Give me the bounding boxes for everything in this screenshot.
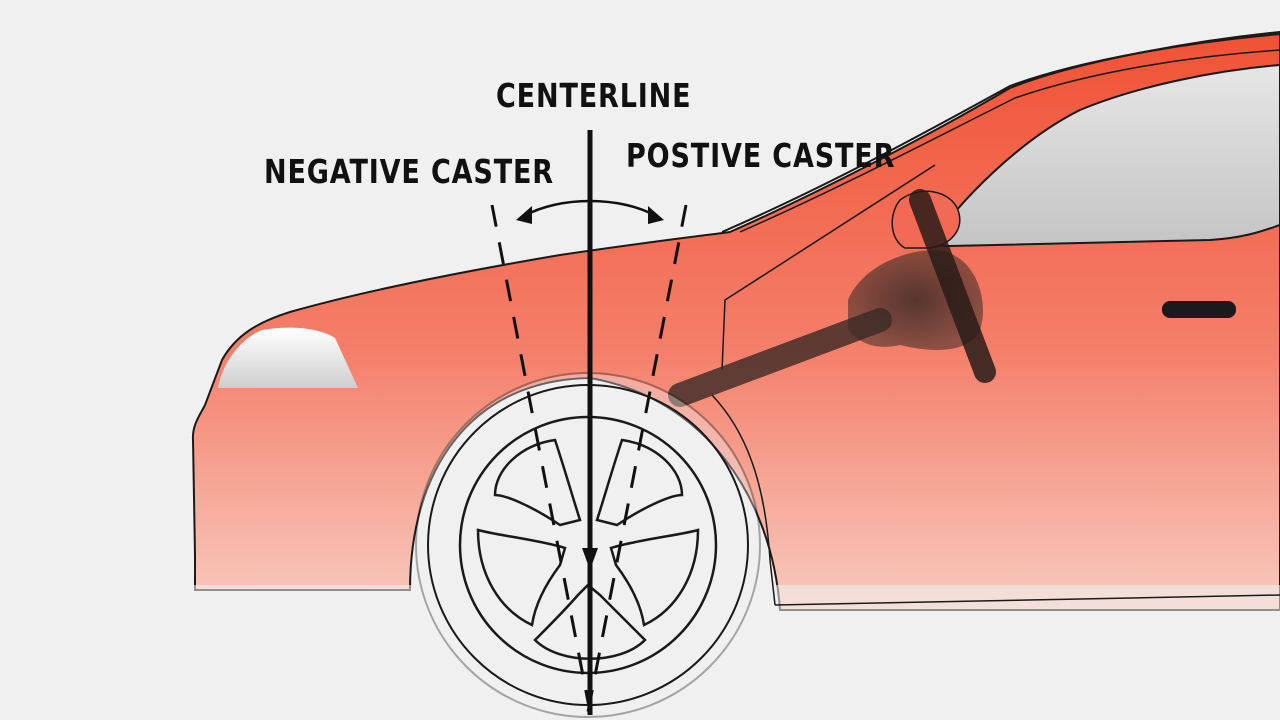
steering-column (668, 189, 996, 407)
wheel-spoke (609, 528, 700, 627)
roof-inner-line (739, 49, 1280, 233)
curved-double-arrow-icon (516, 199, 664, 224)
negative-caster-label: NEGATIVE CASTER (264, 152, 554, 191)
wheel-arch-trim (711, 394, 776, 606)
positive-caster-line (586, 204, 688, 713)
wheel-spoke (476, 528, 567, 627)
door-handle (1162, 301, 1236, 318)
fender-line (721, 164, 936, 371)
negative-caster-line (490, 204, 592, 713)
side-window (928, 63, 1280, 248)
centerline-arrowhead (582, 548, 598, 570)
positive-caster-label: POSTIVE CASTER (626, 136, 896, 175)
wheel-spoke (493, 438, 582, 527)
wheel-spoke (595, 438, 684, 527)
headlight (218, 327, 358, 388)
centerline-label: CENTERLINE (496, 76, 692, 115)
roof-line (721, 33, 1280, 233)
door-line (774, 594, 1280, 606)
